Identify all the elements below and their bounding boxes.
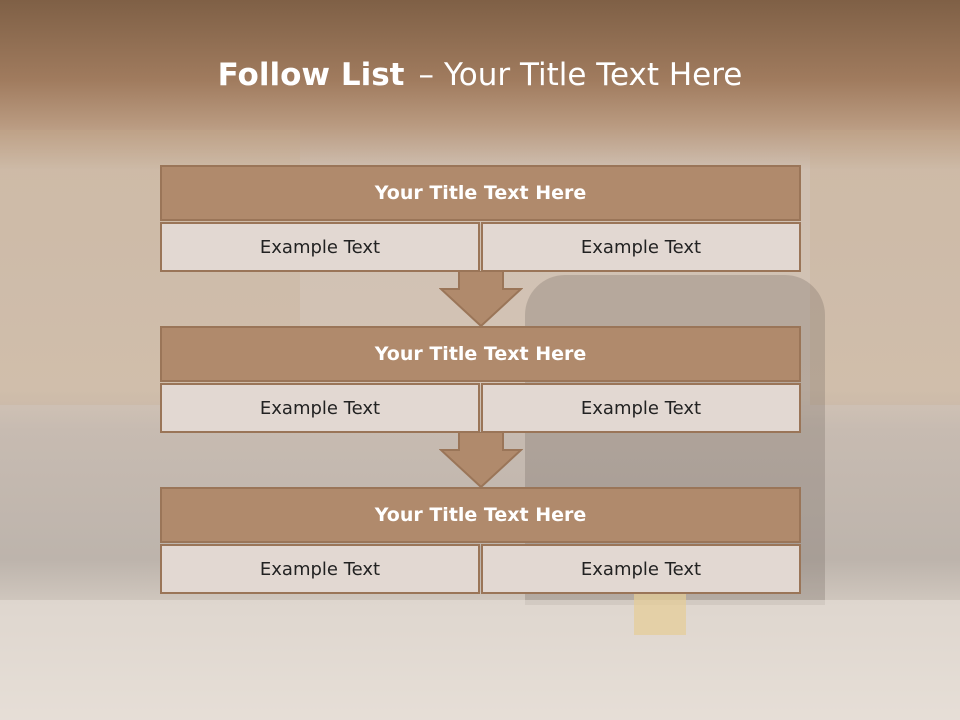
list-block-1: Your Title Text Here Example Text Exampl… (160, 165, 801, 272)
block-cell-right[interactable]: Example Text (481, 544, 801, 594)
block-cell-right[interactable]: Example Text (481, 383, 801, 433)
background-cabinet-right (810, 130, 960, 405)
block-row: Example Text Example Text (160, 544, 801, 594)
background-counter (0, 600, 960, 720)
slide-title-rest: Your Title Text Here (443, 57, 743, 93)
list-block-3: Your Title Text Here Example Text Exampl… (160, 487, 801, 594)
block-title[interactable]: Your Title Text Here (160, 165, 801, 221)
block-row: Example Text Example Text (160, 222, 801, 272)
block-row: Example Text Example Text (160, 383, 801, 433)
slide-title-strong: Follow List (217, 57, 405, 93)
down-arrow-icon (439, 271, 523, 327)
block-cell-left[interactable]: Example Text (160, 222, 480, 272)
slide-title-separator: – (418, 57, 434, 93)
background-glass (634, 590, 686, 635)
block-cell-left[interactable]: Example Text (160, 383, 480, 433)
list-block-2: Your Title Text Here Example Text Exampl… (160, 326, 801, 433)
slide-title: Follow List–Your Title Text Here (0, 55, 960, 95)
down-arrow-icon (439, 432, 523, 488)
block-cell-right[interactable]: Example Text (481, 222, 801, 272)
block-title[interactable]: Your Title Text Here (160, 326, 801, 382)
block-cell-left[interactable]: Example Text (160, 544, 480, 594)
block-title[interactable]: Your Title Text Here (160, 487, 801, 543)
